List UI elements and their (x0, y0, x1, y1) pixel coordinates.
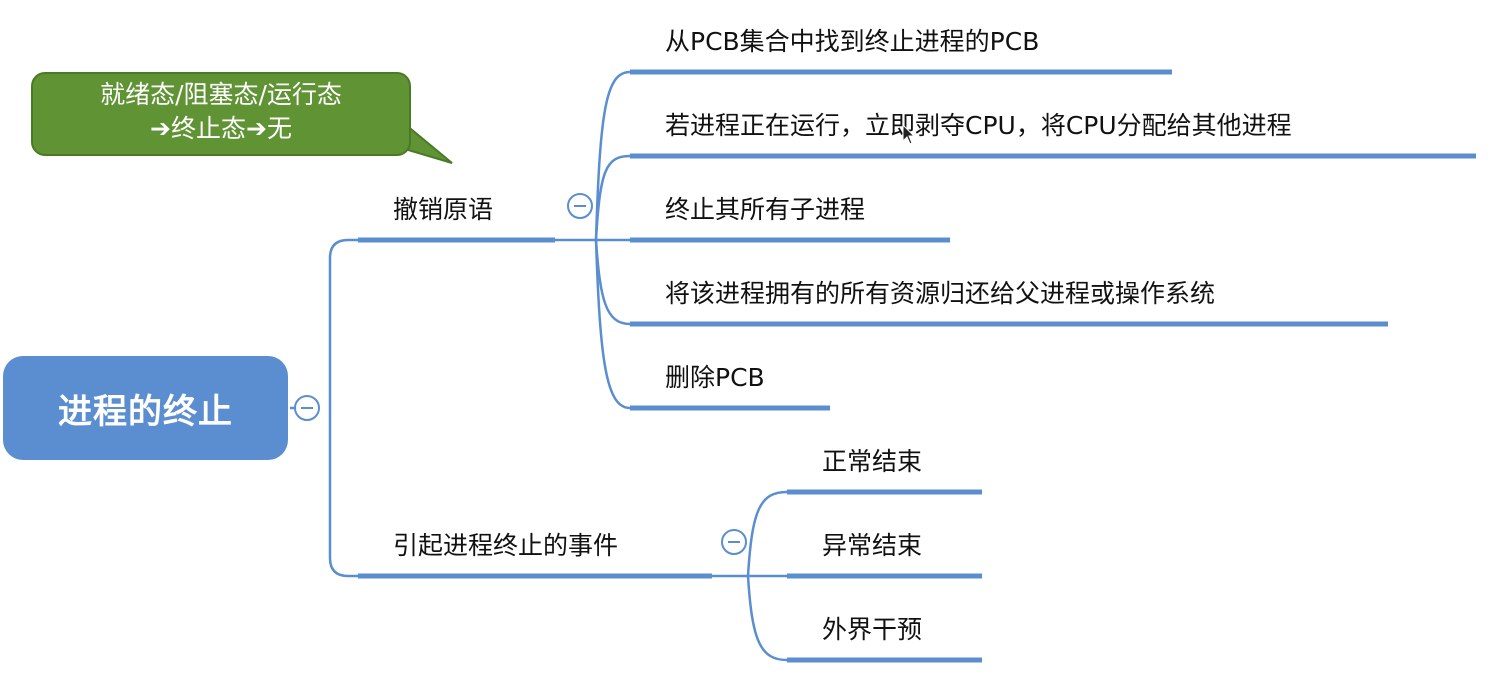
collapse-root-icon[interactable] (294, 395, 320, 421)
leaf-node-2-1[interactable]: 正常结束 (822, 447, 923, 476)
callout-text: 就绪态/阻塞态/运行态 ➔终止态➔无 (31, 72, 411, 146)
callout-line-2: ➔终止态➔无 (150, 114, 292, 143)
collapse-branch-2-icon[interactable] (721, 529, 747, 555)
root-node[interactable]: 进程的终止 (3, 356, 288, 460)
callout-note (31, 72, 411, 156)
mouse-cursor-icon (902, 124, 916, 145)
leaf-node-2-2[interactable]: 异常结束 (822, 531, 923, 560)
leaf-node-1-2[interactable]: 若进程正在运行，立即剥夺CPU，将CPU分配给其他进程 (665, 111, 1292, 140)
branch-node-2[interactable]: 引起进程终止的事件 (393, 531, 619, 560)
leaf-node-1-1[interactable]: 从PCB集合中找到终止进程的PCB (665, 27, 1040, 56)
leaf-node-1-3[interactable]: 终止其所有子进程 (665, 195, 866, 224)
leaf-node-1-4[interactable]: 将该进程拥有的所有资源归还给父进程或操作系统 (665, 279, 1216, 308)
leaf-node-2-3[interactable]: 外界干预 (822, 615, 923, 644)
collapse-branch-1-icon[interactable] (567, 193, 593, 219)
callout-line-1: 就绪态/阻塞态/运行态 (100, 80, 342, 109)
branch-node-1[interactable]: 撤销原语 (393, 195, 494, 224)
leaf-node-1-5[interactable]: 删除PCB (665, 363, 765, 392)
